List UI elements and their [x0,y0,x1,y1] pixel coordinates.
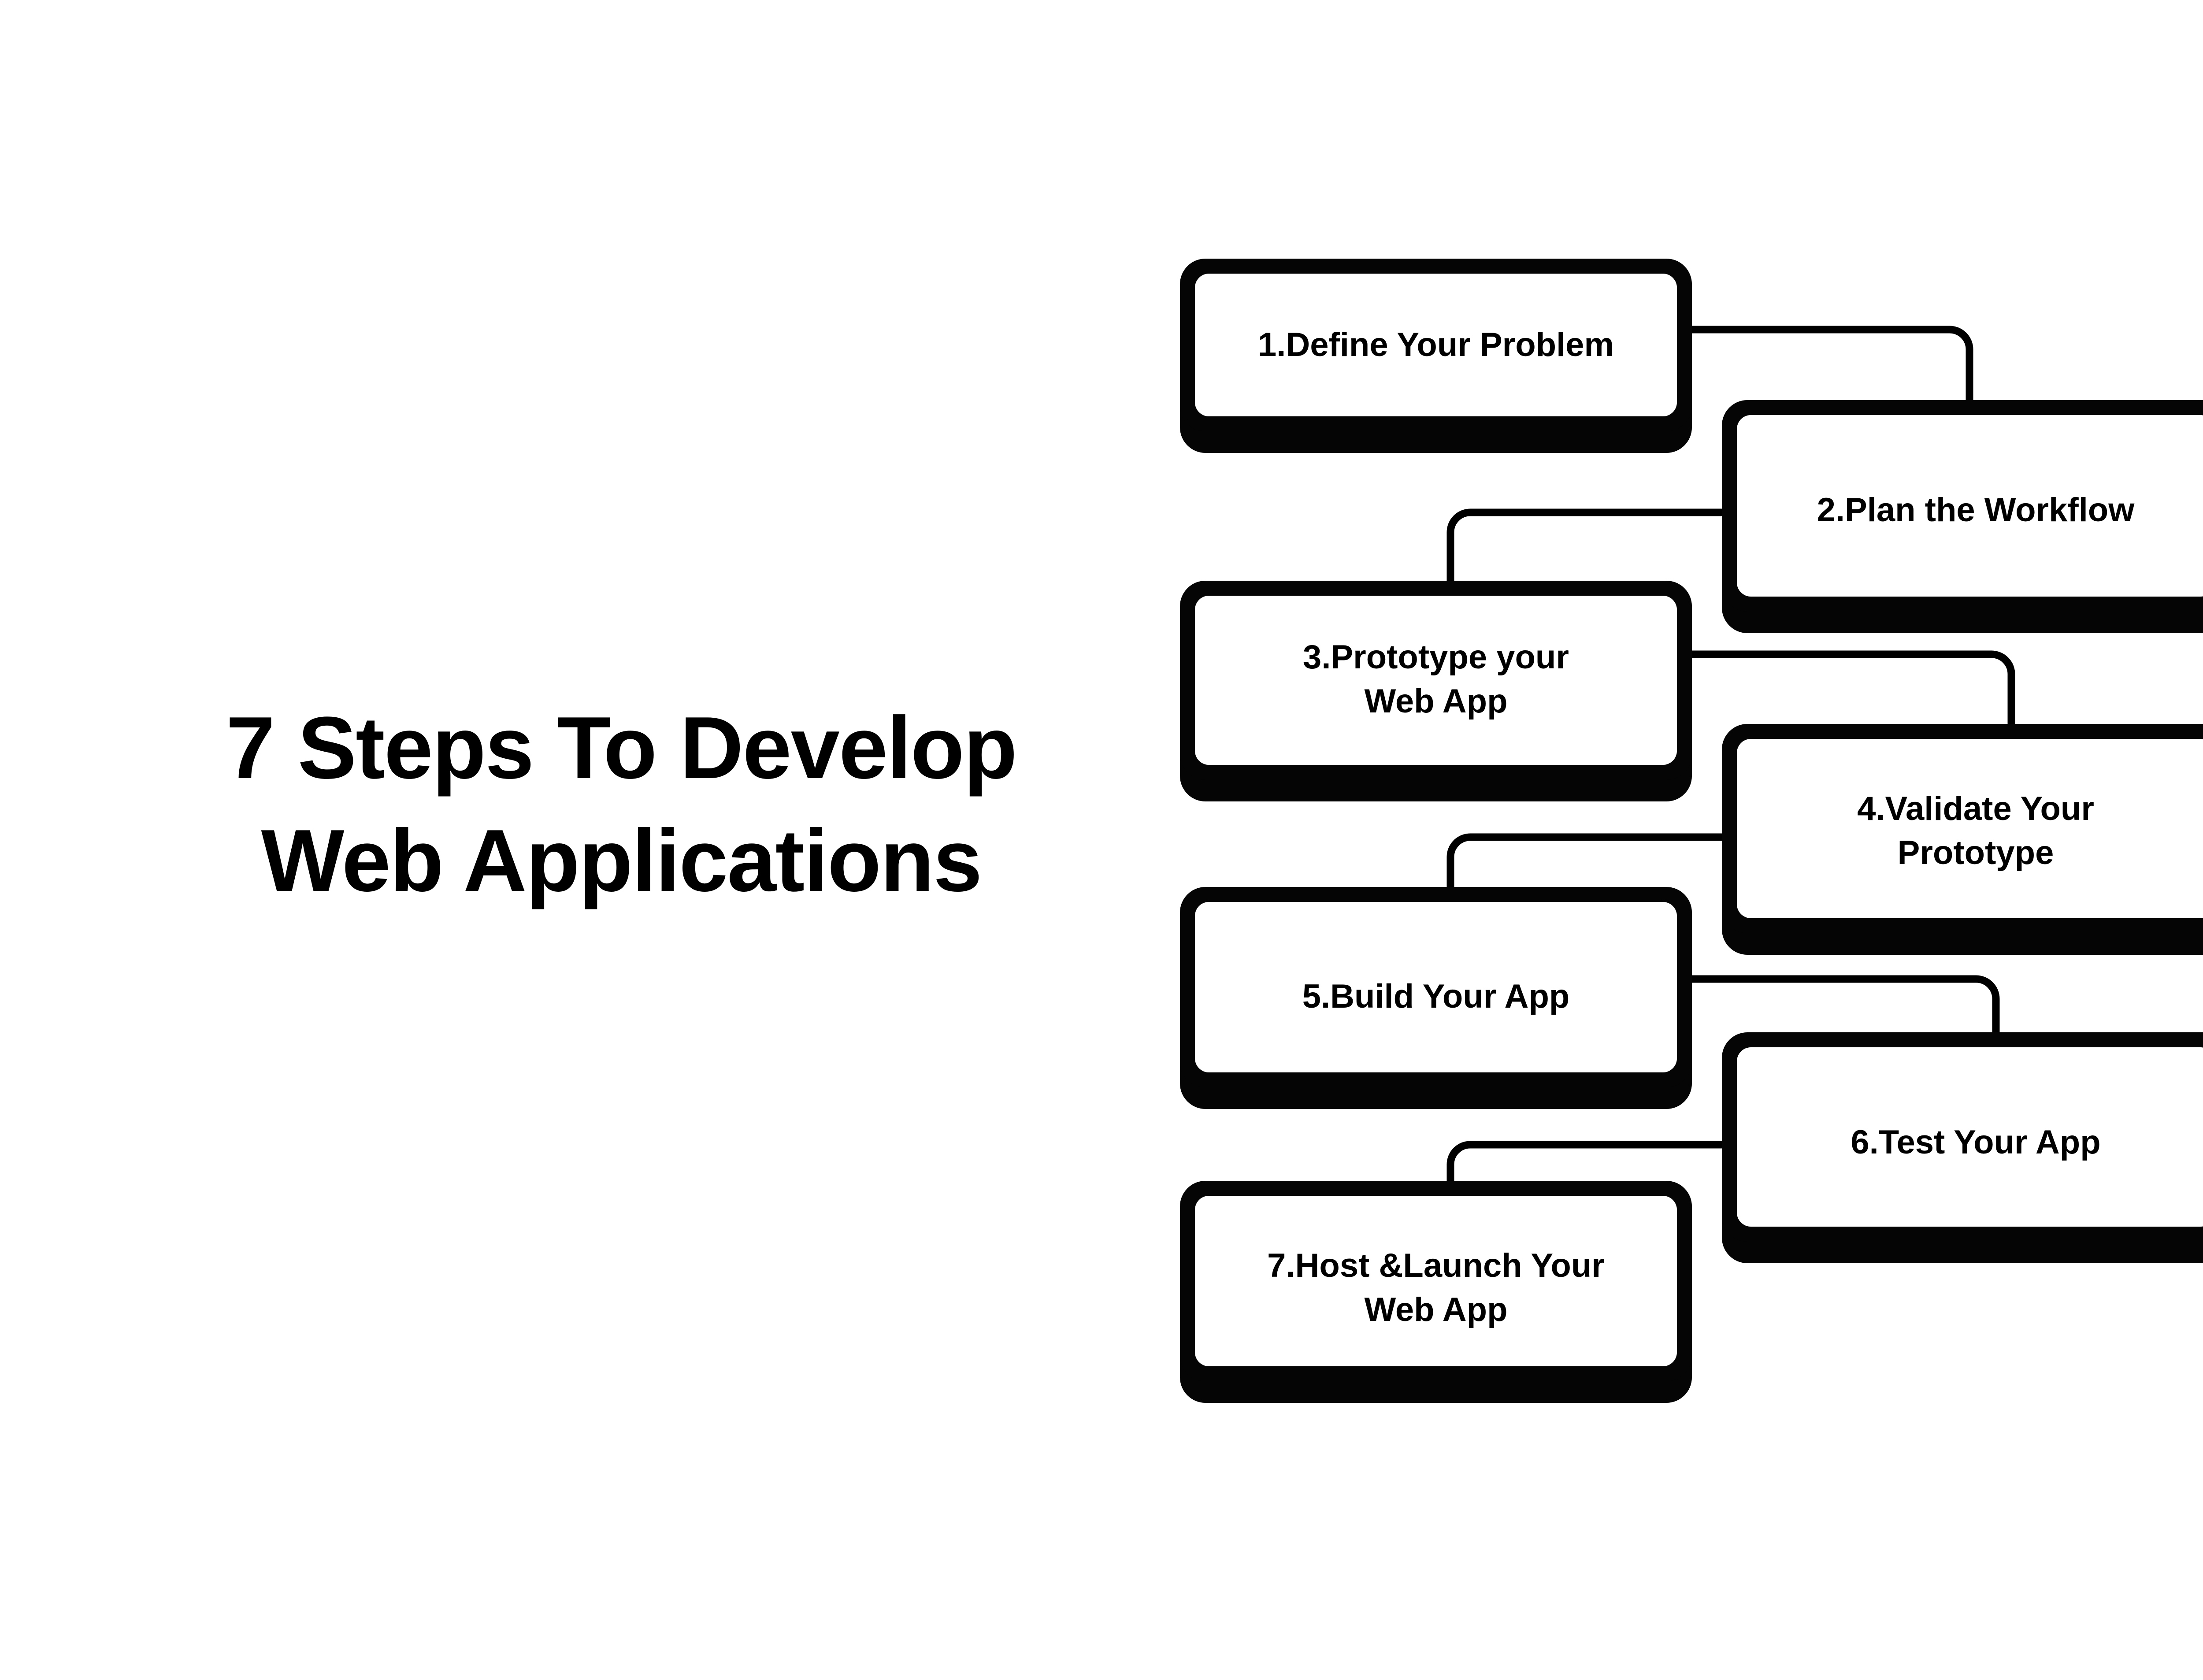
step-node-7-label-line-2: Web App [1364,1291,1507,1328]
step-node-3[interactable]: 3.Prototype your Web App [1180,581,1692,801]
step-node-5-fill [1195,902,1677,1072]
step-node-2[interactable]: 2.Plan the Workflow [1722,400,2203,633]
step-node-4-label-line-1: 4.Validate Your [1857,790,2094,827]
step-node-1[interactable]: 1.Define Your Problem [1180,259,1692,453]
step-node-6-fill [1737,1047,2203,1227]
page-title-line-2: Web Applications [261,812,983,910]
step-node-7-fill [1195,1196,1677,1366]
page-title-line-1: 7 Steps To Develop [226,699,1017,797]
step-node-6[interactable]: 6.Test Your App [1722,1032,2203,1263]
step-node-7-label-line-1: 7.Host &Launch Your [1267,1247,1605,1284]
step-node-1-fill [1195,274,1677,416]
step-node-4-label-line-2: Prototype [1898,834,2054,872]
connector-2-to-3 [1446,508,1722,581]
step-node-3-label-line-1: 3.Prototype your [1303,638,1569,676]
connector-6-to-7 [1446,1141,1722,1181]
step-node-2-label-line-1: 2.Plan the Workflow [1817,491,2135,529]
connector-5-to-6 [1692,975,2000,1032]
step-node-3-fill [1195,596,1677,765]
page-title: 7 Steps To Develop Web Applications [145,692,1097,917]
step-node-5[interactable]: 5.Build Your App [1180,887,1692,1109]
step-node-1-label-line-1: 1.Define Your Problem [1258,326,1614,363]
step-node-3-label-line-2: Web App [1364,682,1507,720]
step-node-5-label-line-1: 5.Build Your App [1302,978,1570,1015]
connector-1-to-2 [1692,326,1973,400]
step-node-4-fill [1737,739,2203,918]
connector-3-to-4 [1692,650,2015,724]
step-node-6-label-line-1: 6.Test Your App [1851,1124,2100,1161]
step-node-7[interactable]: 7.Host &Launch Your Web App [1180,1181,1692,1403]
step-node-2-fill [1737,415,2203,597]
connector-4-to-5 [1446,833,1722,887]
step-node-4[interactable]: 4.Validate Your Prototype [1722,724,2203,955]
